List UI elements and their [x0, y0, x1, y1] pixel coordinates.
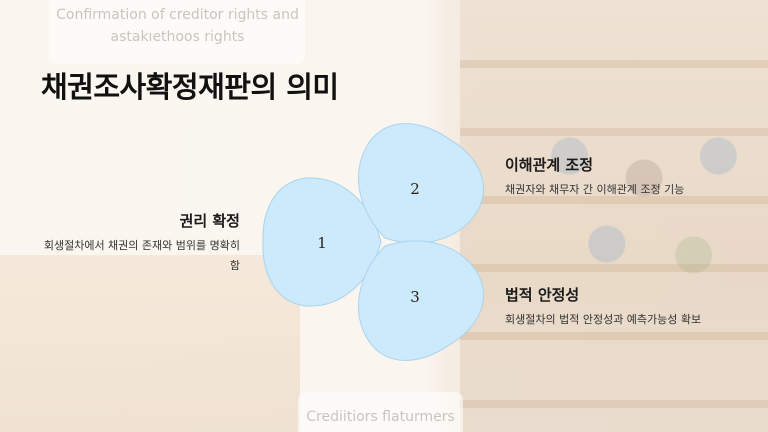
item-1-heading: 권리 확정 [179, 212, 240, 230]
background-bottom-caption: Crediitiors flaturmers [306, 409, 455, 425]
item-2-description: 채권자와 채무자 간 이해관계 조정 기능 [505, 183, 685, 196]
petal-1 [262, 177, 382, 307]
background-caption-card [50, 0, 305, 64]
background-caption-card-bottom [298, 392, 463, 432]
judge-desk-illustration [0, 255, 300, 432]
page-title: 채권조사확정재판의 의미 [41, 70, 339, 104]
petal-2 [358, 123, 484, 244]
petal-number-1: 1 [317, 234, 327, 252]
courtroom-background [460, 0, 768, 432]
petal-number-3: 3 [410, 288, 420, 306]
item-3-heading: 법적 안정성 [505, 286, 580, 304]
petal-number-2: 2 [410, 180, 420, 198]
audience-illustration [520, 90, 768, 310]
item-3-description: 회생절차의 법적 안정성과 예측가능성 확보 [505, 313, 702, 326]
item-2-heading: 이해관계 조정 [505, 156, 594, 174]
item-1-description: 회생절차에서 채권의 존재와 범위를 명확히 함 [43, 239, 240, 272]
background-top-caption: Confirmation of creditor rights and asta… [56, 7, 299, 45]
petal-3 [358, 240, 484, 361]
